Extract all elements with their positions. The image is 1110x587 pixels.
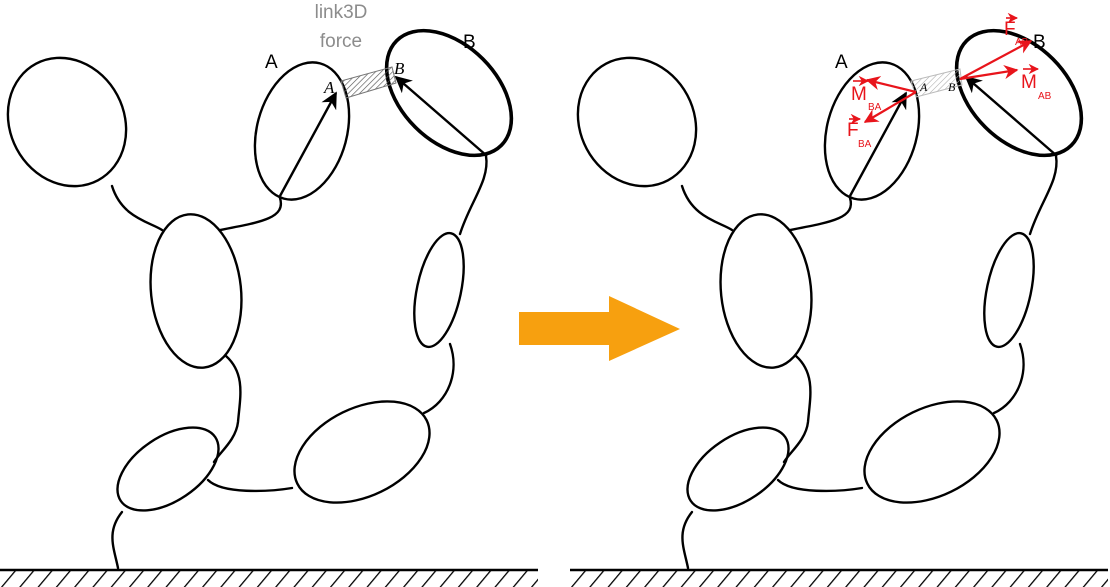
moment-ab-vector [959,64,1019,81]
f-ba-subscript: BA [858,139,872,150]
left-vector-to-b [394,75,488,157]
f-ba-label: F BA [847,113,872,150]
m-ba-symbol: M [851,84,867,105]
right-panel: A B A B F AB M AB M BA F BA [554,12,1110,587]
left-body-a-label: A [265,52,278,73]
left-panel: A B A B link3D force [0,2,540,587]
f-ab-symbol: F [1004,19,1016,40]
right-ground [568,568,1110,587]
right-point-a-label: A [919,80,928,94]
left-ground [0,568,540,587]
right-point-b-label: B [948,80,956,94]
left-point-b-label: B [394,59,405,78]
right-body-a-label: A [835,52,848,73]
m-ab-symbol: M [1021,72,1037,93]
right-body-a [823,61,921,201]
left-link3d-bar [340,66,397,99]
right-mechanism-bodies [554,35,1058,570]
transform-arrow-icon [519,296,680,361]
link3d-label-line1: link3D [315,2,368,23]
right-body-b [954,28,1084,158]
left-point-a-label: A [323,78,335,97]
right-vector-to-b [964,75,1058,157]
f-ba-symbol: F [847,120,859,141]
force-ab-vector [959,40,1033,80]
m-ab-subscript: AB [1038,91,1052,102]
right-vector-to-a [848,91,908,197]
right-body-b-label: B [1033,32,1046,53]
f-ab-subscript: AB [1015,37,1029,48]
left-body-a [253,61,351,201]
left-body-b [384,28,514,158]
force-ba-vector [863,91,917,123]
link3d-label-line2: force [320,31,362,52]
f-ab-label: F AB [1004,12,1029,48]
left-mechanism-bodies [0,35,488,570]
m-ab-label: M AB [1021,63,1052,102]
m-ba-label: M BA [851,75,882,113]
m-ba-subscript: BA [868,102,882,113]
left-body-b-label: B [463,32,476,53]
left-vector-to-a [278,91,338,197]
moment-ba-vector [865,76,917,94]
